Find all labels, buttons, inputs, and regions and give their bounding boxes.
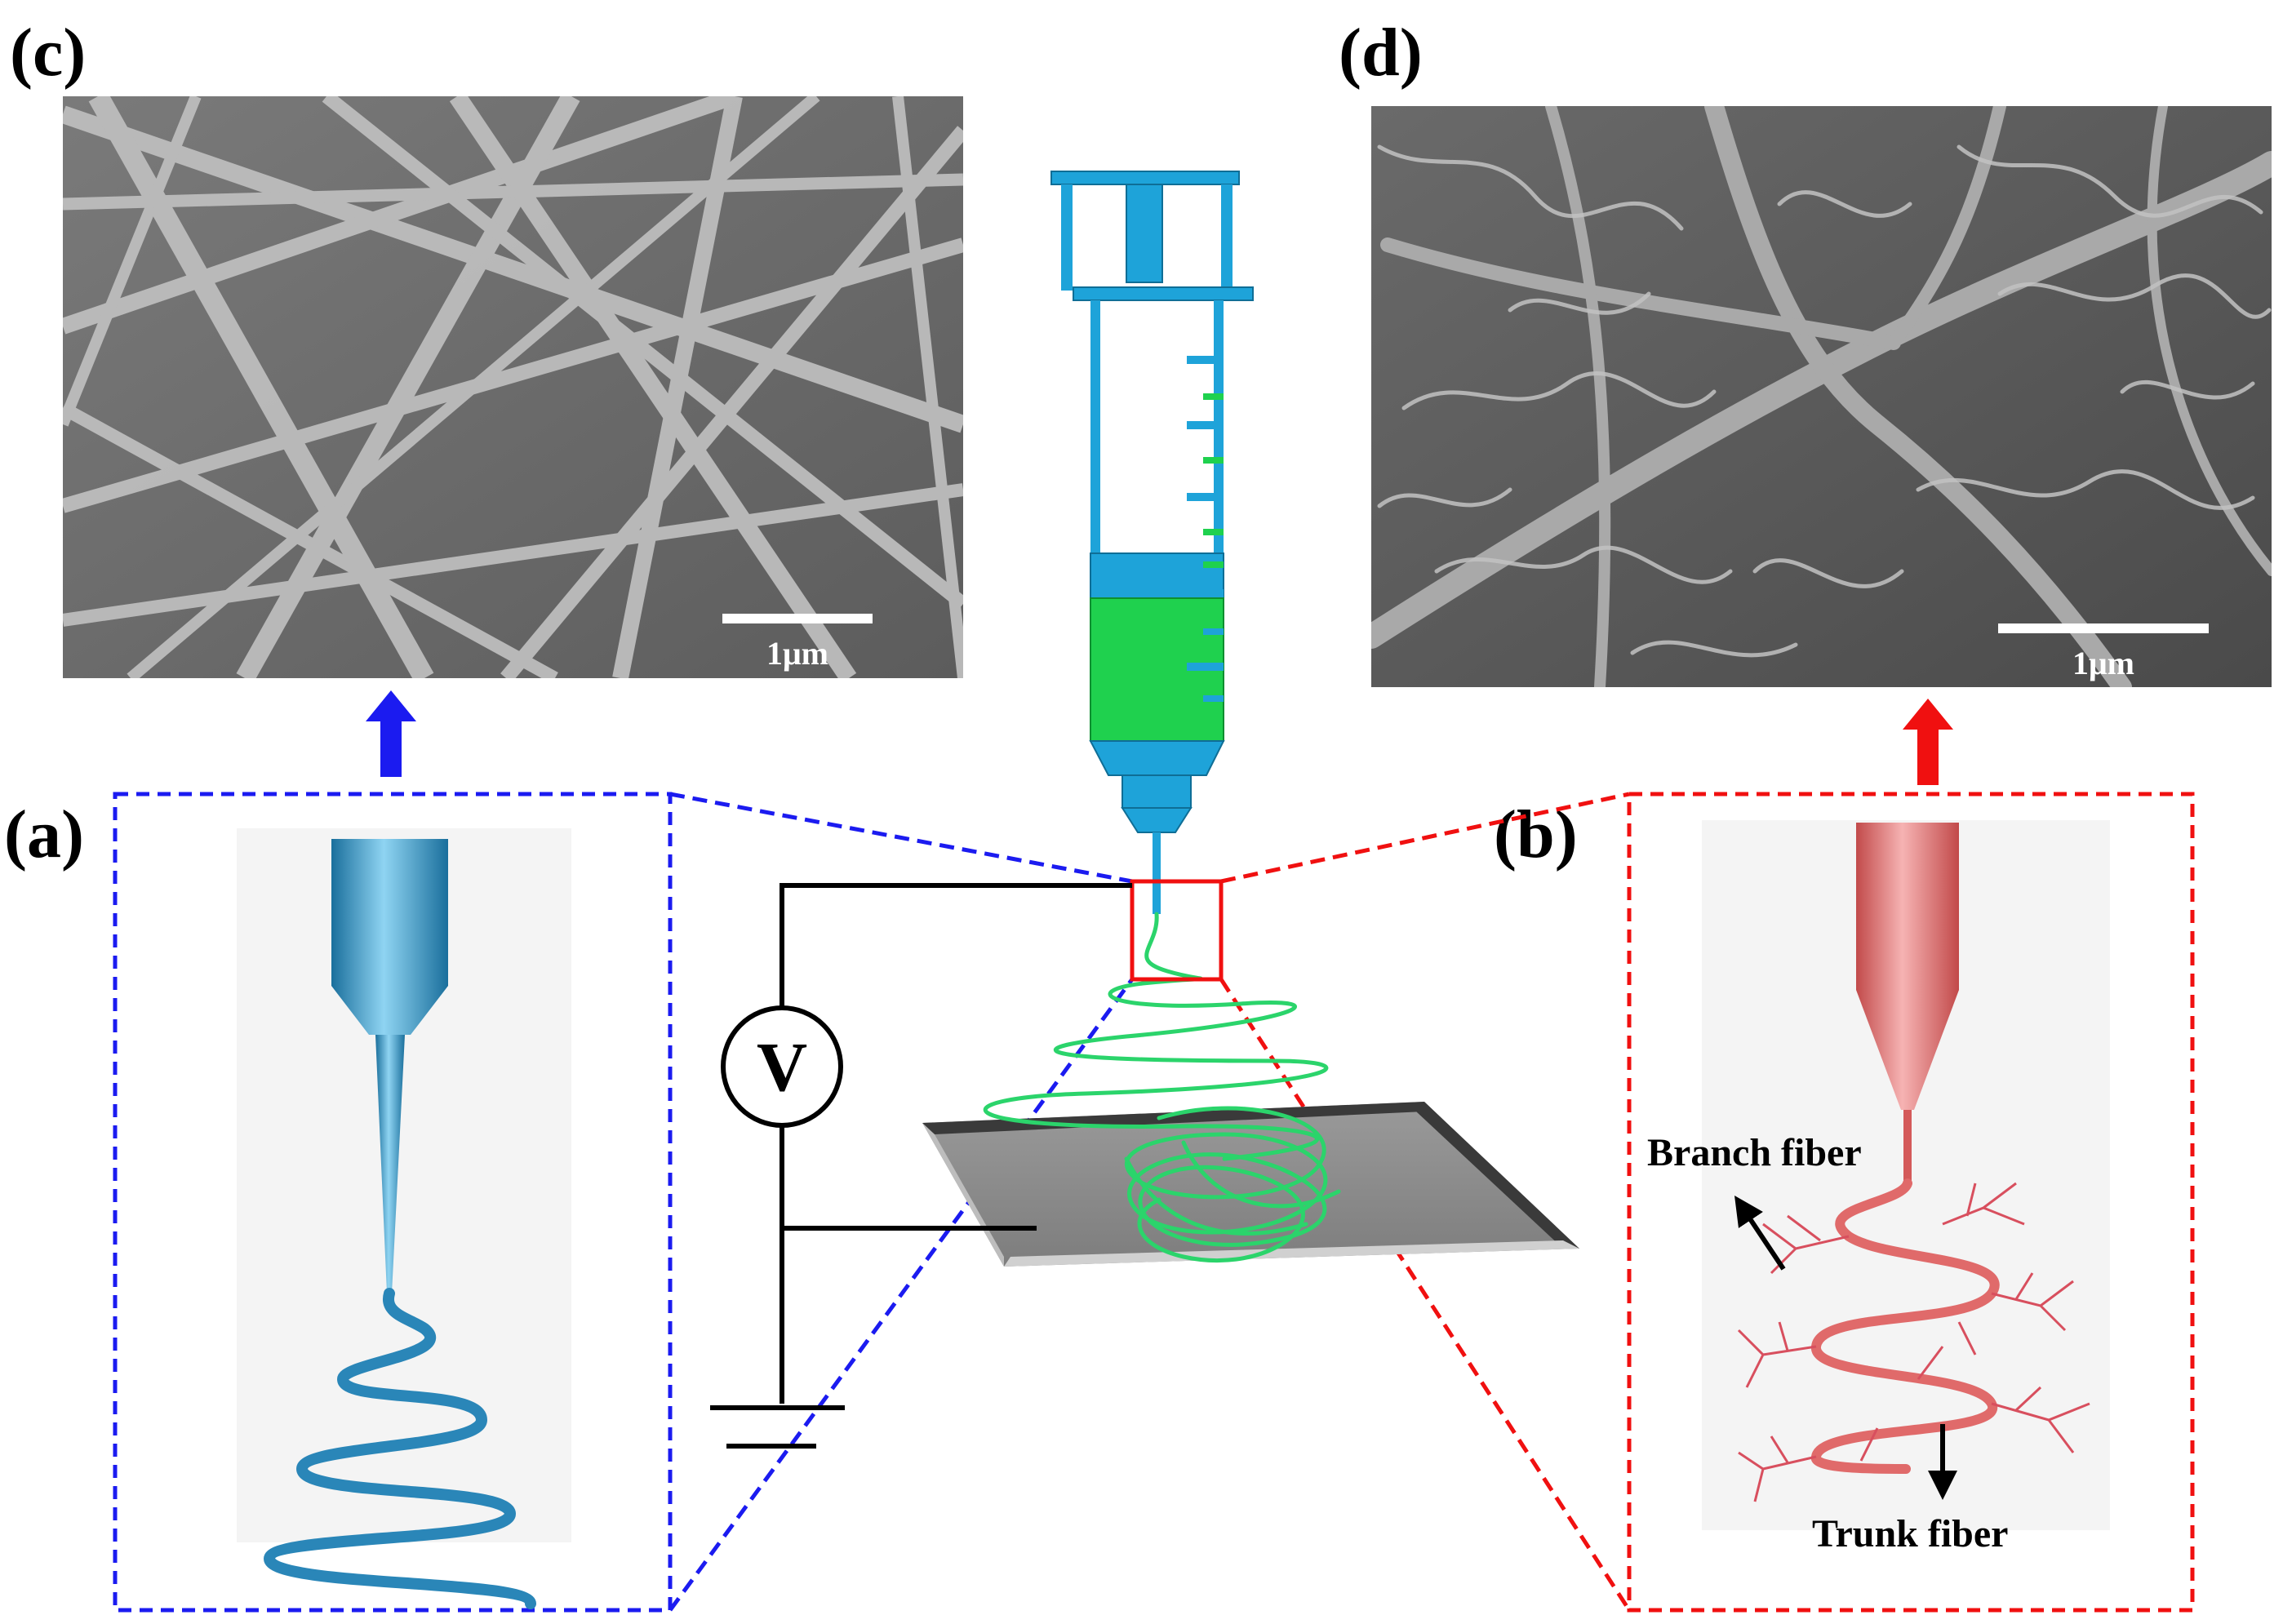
scale-bar-c	[722, 614, 873, 623]
needle-tip-zoom-box	[1130, 879, 1224, 982]
barrel-flange	[1073, 286, 1254, 301]
panel-label-c: (c)	[10, 15, 86, 91]
plunger-cap	[1050, 171, 1240, 185]
syringe	[1050, 171, 1254, 914]
scale-bar-d	[1998, 623, 2209, 633]
voltmeter-symbol: V	[757, 1027, 807, 1106]
scale-bar-label-c: 1μm	[766, 635, 828, 672]
panel-label-d: (d)	[1339, 15, 1423, 91]
blue-up-arrow	[366, 690, 416, 777]
red-up-arrow	[1903, 699, 1953, 785]
trunk-fiber-label: Trunk fiber	[1812, 1512, 2008, 1555]
sem-fibers-d	[1371, 106, 2272, 687]
panel-a: (a)	[4, 792, 673, 1613]
zoom-lines	[668, 792, 1632, 1612]
circuit	[710, 883, 1132, 1449]
branch-fiber-label: Branch fiber	[1647, 1131, 1862, 1174]
graduation-marks	[1187, 356, 1224, 702]
straight-jet-nozzle-icon	[263, 839, 536, 1609]
voltmeter: V	[721, 1005, 843, 1128]
sem-fibers-c	[63, 96, 963, 678]
branch-fibers	[1737, 1182, 2090, 1502]
collector-plate	[922, 1102, 1579, 1267]
panel-label-a: (a)	[4, 796, 84, 872]
inset-a-frame	[113, 792, 673, 1613]
scale-bar-label-d: 1μm	[2072, 645, 2134, 681]
branching-jet-nozzle-icon	[1737, 823, 2090, 1502]
panel-c: 1μm (c)	[10, 15, 963, 678]
whipping-jet	[983, 912, 1341, 1262]
branch-fiber-arrow	[1734, 1196, 1786, 1271]
panel-d: 1μm (d)	[1339, 15, 2272, 687]
panel-b: Branch fiber Trunk fiber (b)	[1494, 792, 2195, 1613]
needle	[1153, 832, 1161, 914]
inset-b-frame	[1627, 792, 2195, 1613]
plunger-rod	[1126, 184, 1163, 283]
